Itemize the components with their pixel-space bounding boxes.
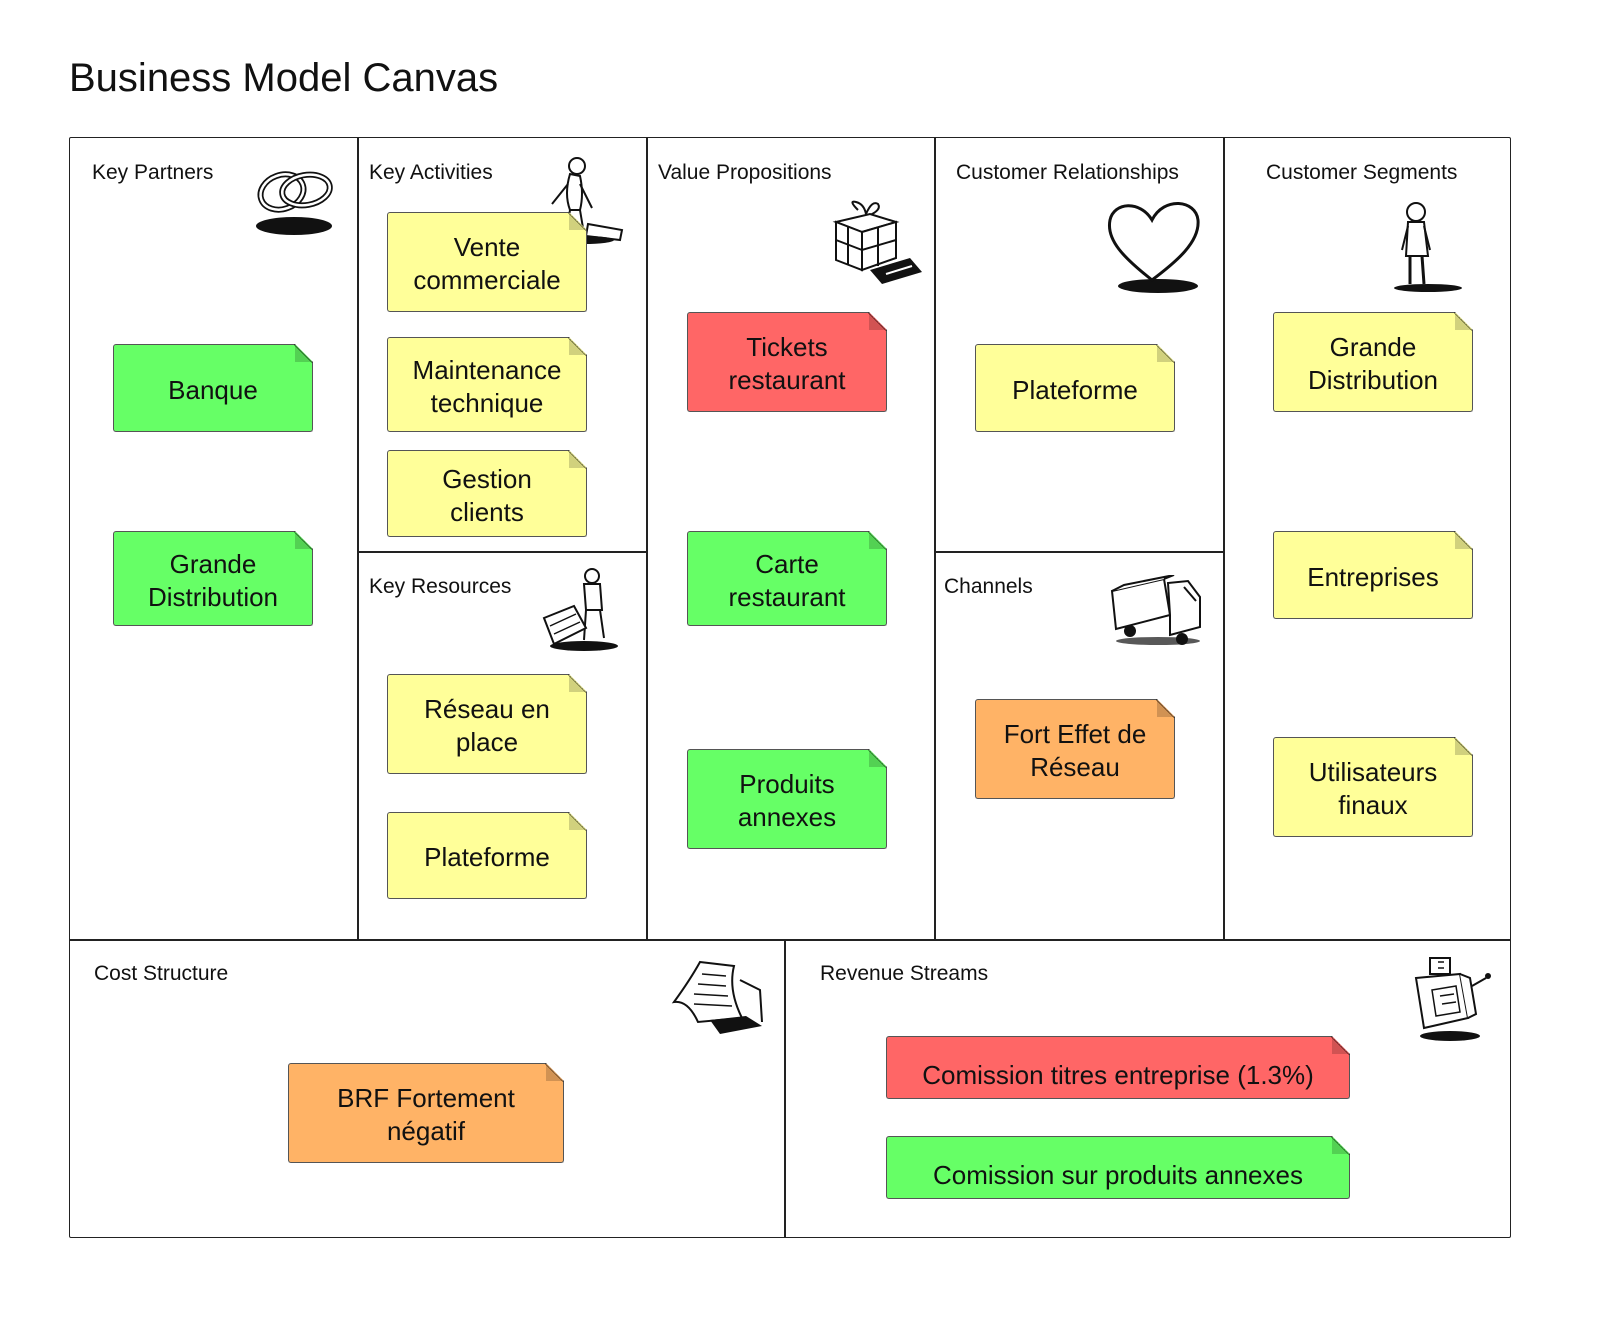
canvas-frame [69,137,1511,1238]
note-card[interactable]: Maintenance technique [387,337,587,432]
block-label: Cost Structure [94,962,229,985]
block-label: Key Partners [92,161,214,184]
divider [1223,137,1225,939]
page-title: Business Model Canvas [69,56,499,100]
note-card[interactable]: Banque [113,344,313,432]
note-text: Produits annexes [737,769,837,832]
note-card[interactable]: Utilisateurs finaux [1273,737,1473,837]
note-text: Fort Effet de Réseau [1003,719,1147,782]
note-card[interactable]: Vente commerciale [387,212,587,312]
note-card[interactable]: Comission sur produits annexes [886,1136,1350,1199]
note-text: Tickets restaurant [728,332,846,395]
note-text: Comission sur produits annexes [933,1160,1303,1190]
note-text: Comission titres entreprise (1.3%) [922,1060,1314,1090]
chain-links-icon [256,171,333,235]
worker-icon [551,157,624,244]
gift-icon [832,200,922,284]
divider [934,551,1223,553]
note-card[interactable]: BRF Fortement négatif [288,1063,564,1163]
receipt-icon [671,960,763,1034]
note-text: Entreprises [1307,561,1439,592]
note-card[interactable]: Grande Distribution [113,531,313,626]
divider [784,939,786,1238]
block-label: Revenue Streams [820,962,989,985]
block-label: Key Activities [369,161,493,184]
note-card[interactable]: Plateforme [387,812,587,899]
note-text: BRF Fortement négatif [337,1083,515,1146]
divider [357,137,359,939]
note-card[interactable]: Carte restaurant [687,531,887,626]
block-label: Customer Relationships [956,161,1179,184]
block-label: Value Propositions [658,161,832,184]
note-text: Vente commerciale [413,232,561,295]
note-text: Plateforme [1012,374,1138,405]
note-text: Gestion clients [442,463,532,527]
truck-icon [1110,575,1201,645]
divider [934,137,936,939]
note-card[interactable]: Fort Effet de Réseau [975,699,1175,799]
note-card[interactable]: Plateforme [975,344,1175,432]
note-card[interactable]: Gestion clients [387,450,587,537]
heart-icon [1107,202,1200,293]
block-label: Channels [944,575,1033,598]
note-text: Banque [168,374,258,405]
block-label: Customer Segments [1266,161,1458,184]
divider [646,137,648,939]
standing-person-icon [1394,202,1462,292]
block-label: Key Resources [369,575,512,598]
note-text: Maintenance technique [412,354,562,418]
note-card[interactable]: Réseau en place [387,674,587,774]
note-card[interactable]: Tickets restaurant [687,312,887,412]
note-card[interactable]: Entreprises [1273,531,1473,619]
note-text: Réseau en place [424,694,550,757]
note-text: Utilisateurs finaux [1308,757,1438,820]
person-with-materials-icon [542,568,618,651]
cash-register-icon [1414,957,1491,1041]
divider [357,551,646,553]
note-card[interactable]: Produits annexes [687,749,887,849]
note-text: Plateforme [424,842,550,872]
note-text: Carte restaurant [728,548,846,612]
note-card[interactable]: Grande Distribution [1273,312,1473,412]
note-text: Grande Distribution [1307,332,1439,395]
divider [69,939,1511,941]
note-card[interactable]: Comission titres entreprise (1.3%) [886,1036,1350,1099]
note-text: Grande Distribution [147,548,279,612]
